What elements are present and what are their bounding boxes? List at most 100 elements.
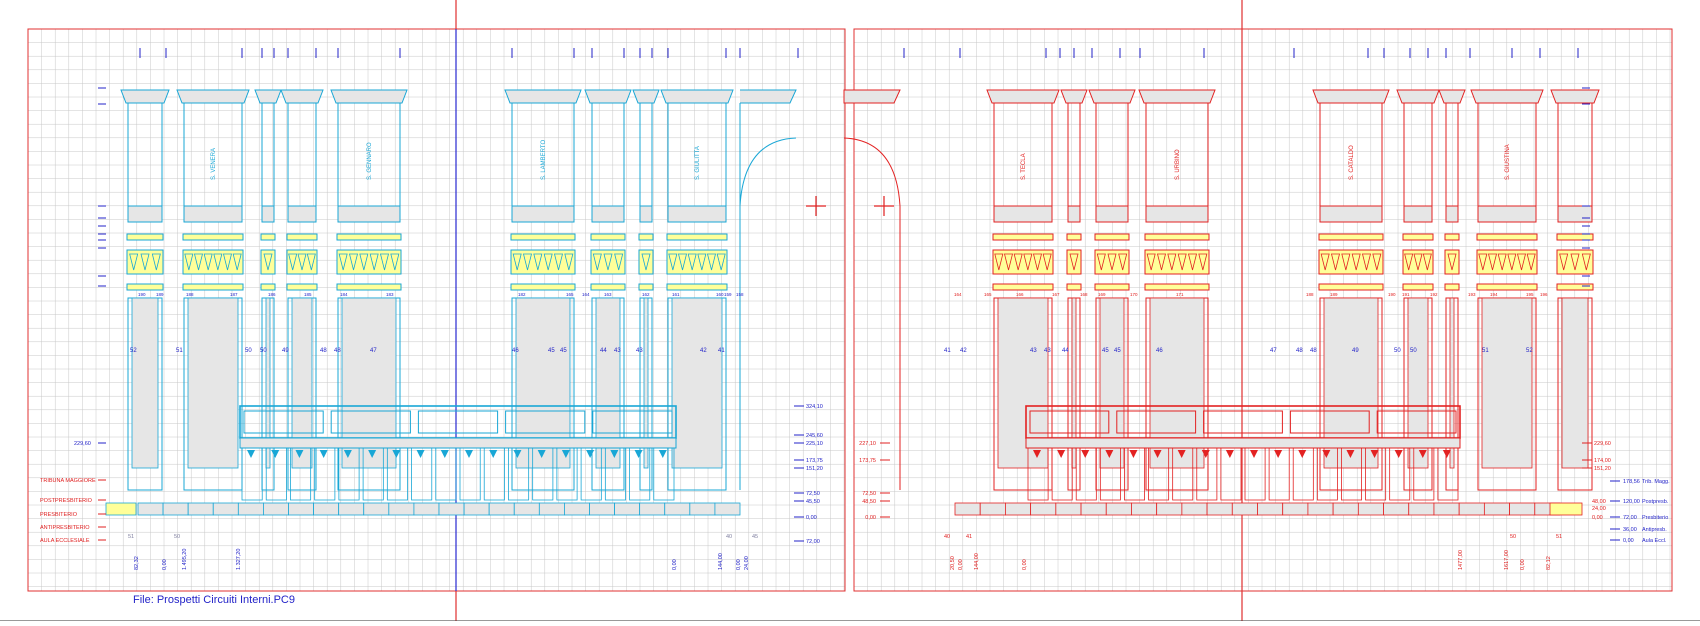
bottom-pier-number: 45 [752,534,758,540]
pier-number: 41 [944,348,951,354]
stall-seat [1051,447,1073,501]
legend-value: 36,00 [1623,527,1637,533]
stall-panel [1116,410,1197,434]
frieze-ornament [263,253,273,271]
stall-seat [483,447,505,501]
base-block [639,502,666,516]
bottom-dimension: 0,00 [958,559,964,570]
legend-label: Trib. Magg. [1642,479,1670,485]
pier-lower-panel [1407,297,1429,469]
pier-number: 48 [320,348,327,354]
pier-6: S. LAMBERTO [504,89,582,491]
frieze-ornament [522,253,533,271]
bottom-dimension: 20,50 [950,556,956,570]
frieze-ornament [592,253,602,271]
stall-panel [417,410,499,434]
pier-1 [120,89,170,491]
stall-seat [1196,447,1218,501]
frieze-band [1476,283,1538,291]
step-block [1549,502,1583,516]
stall-ornament [416,450,425,458]
base-block [1181,502,1208,516]
base-block [1055,502,1082,516]
stall-seat [532,447,554,501]
pier-number: 45 [560,348,567,354]
stall-panel [1376,410,1457,434]
bay-number: 163 [604,292,612,297]
pier-number: 43 [1030,348,1037,354]
frieze-ornament [706,253,717,271]
frieze-panel [1318,249,1384,275]
pier-lower-panel [131,297,159,469]
bay-number: 158 [736,292,744,297]
frieze-ornament [1107,253,1117,271]
frieze-ornament [213,253,223,271]
frieze-ornament [1156,253,1167,271]
frieze-band [590,233,626,241]
base-block [338,502,365,516]
frieze-ornament [1507,253,1517,271]
frieze-ornament [668,253,678,271]
frieze-band [1556,283,1594,291]
bay-number: 192 [1430,292,1438,297]
frieze-panel [336,249,402,275]
frieze-ornament [1187,253,1198,271]
pier-shaft [1095,102,1129,207]
stall-panel [243,410,324,434]
pier-band [183,205,243,223]
pier-number: 48 [334,348,341,354]
bottom-pier-number: 40 [944,534,950,540]
frieze-ornament [1497,253,1507,271]
saint-label: S. TECLA [1021,153,1027,180]
frieze-ornament [1069,253,1079,271]
frieze-ornament [553,253,564,271]
stall-seat [386,447,408,501]
frieze-ornament [1320,253,1330,271]
bay-number: 171 [1176,292,1184,297]
frieze-ornament [677,253,688,271]
pier-number: 50 [260,348,267,354]
bottom-dimension: 144,00 [974,553,980,570]
bay-number: 160 [716,292,724,297]
arch [843,89,901,490]
bay-number: 194 [1490,292,1498,297]
stall-seat [1075,447,1097,501]
bay-number: 165 [984,292,992,297]
pier-band [337,205,401,223]
bottom-pier-number: 51 [128,534,134,540]
stall-panel [1029,410,1110,434]
pier-capital [1470,89,1544,104]
frieze-ornament [222,253,233,271]
bay-number: 159 [724,292,732,297]
frieze-ornament [1487,253,1498,271]
frieze-ornament [1559,253,1569,271]
frieze-band [260,233,276,241]
stall-panel [505,410,586,434]
frieze-ornament [1447,253,1457,271]
frieze-ornament [697,253,707,271]
pier-capital [1060,89,1088,104]
saint-label: S. GIUSTINA [1505,144,1511,180]
bottom-dimension: 0,00 [1022,559,1028,570]
stall-seat [241,447,263,501]
stall-ornament [537,450,546,458]
pier-band [591,205,625,223]
legend-value: 0,00 [1623,538,1634,544]
frieze-ornament [232,253,242,271]
pier-9: S. GIULITTA [660,89,734,491]
pier-shaft [1403,102,1433,207]
stall-ornament [440,450,449,458]
arch-curve [843,137,901,490]
elevation-value: 324,10 [806,404,823,410]
bay-number: 182 [518,292,526,297]
pier-band [667,205,727,223]
base-block [664,502,691,516]
stall-ornament [343,450,352,458]
pier-number: 42 [700,348,707,354]
base-block [1282,502,1309,516]
arch-cornice [740,89,797,104]
elevation-value: 174,00 [1594,458,1611,464]
bottom-dimension: 82,32 [134,556,140,570]
frieze-band [510,283,576,291]
